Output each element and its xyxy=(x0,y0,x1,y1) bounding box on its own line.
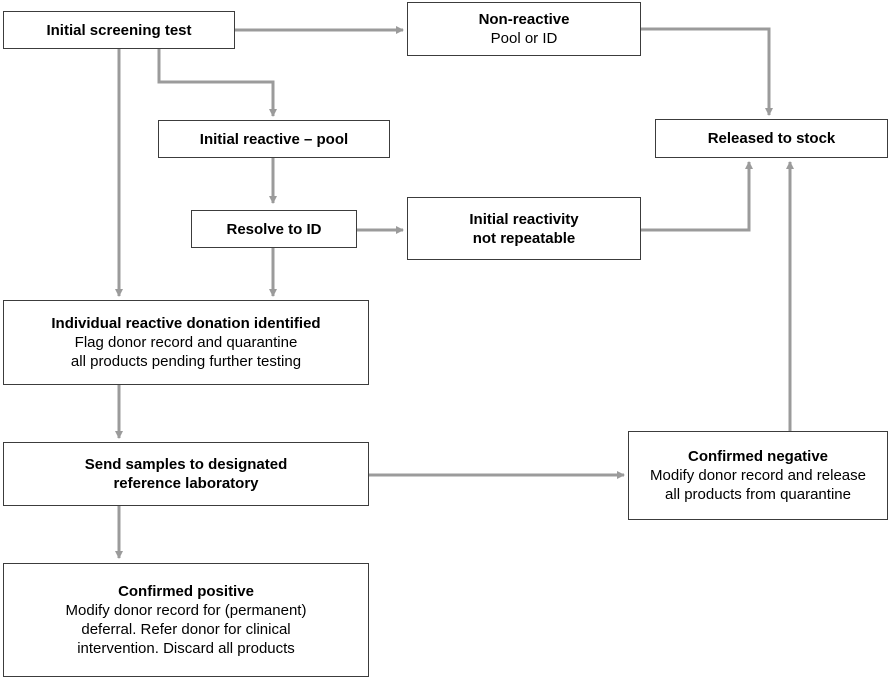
node-detail: Modify donor record and release all prod… xyxy=(650,467,866,503)
arrow-initial-reactivity-to-released xyxy=(641,161,753,232)
non-reactive-box: Non-reactive Pool or ID xyxy=(407,2,641,56)
confirmed-negative-box: Confirmed negative Modify donor record a… xyxy=(628,431,888,520)
node-detail: Modify donor record for (permanent) defe… xyxy=(65,602,307,657)
initial-reactive-pool-box: Initial reactive – pool xyxy=(158,120,390,158)
confirmed-positive-box: Confirmed positive Modify donor record f… xyxy=(3,563,369,677)
initial-reactivity-box: Initial reactivity not repeatable xyxy=(407,197,641,260)
node-title: Initial reactive – pool xyxy=(199,130,349,148)
node-title: Individual reactive donation identified xyxy=(51,315,321,332)
arrow-screening-to-reactive-pool xyxy=(157,49,277,117)
node-title: Resolve to ID xyxy=(226,220,322,238)
node-title: Initial reactivity not repeatable xyxy=(469,210,579,247)
initial-screening-test-box: Initial screening test xyxy=(3,11,235,49)
node-title: Send samples to designated reference lab… xyxy=(84,456,288,492)
node-title: Confirmed negative xyxy=(687,448,829,465)
resolve-to-id-box: Resolve to ID xyxy=(191,210,357,248)
node-title: Released to stock xyxy=(707,130,836,147)
arrow-nonreactive-to-released xyxy=(641,27,773,116)
node-title: Initial screening test xyxy=(46,21,192,39)
node-detail: Flag donor record and quarantine all pro… xyxy=(70,334,302,370)
send-samples-box: Send samples to designated reference lab… xyxy=(3,442,369,506)
individual-reactive-box: Individual reactive donation identified … xyxy=(3,300,369,385)
released-to-stock-box: Released to stock xyxy=(655,119,888,158)
node-detail: Pool or ID xyxy=(490,30,558,47)
node-title: Confirmed positive xyxy=(118,583,254,600)
node-title: Non-reactive xyxy=(478,11,570,28)
